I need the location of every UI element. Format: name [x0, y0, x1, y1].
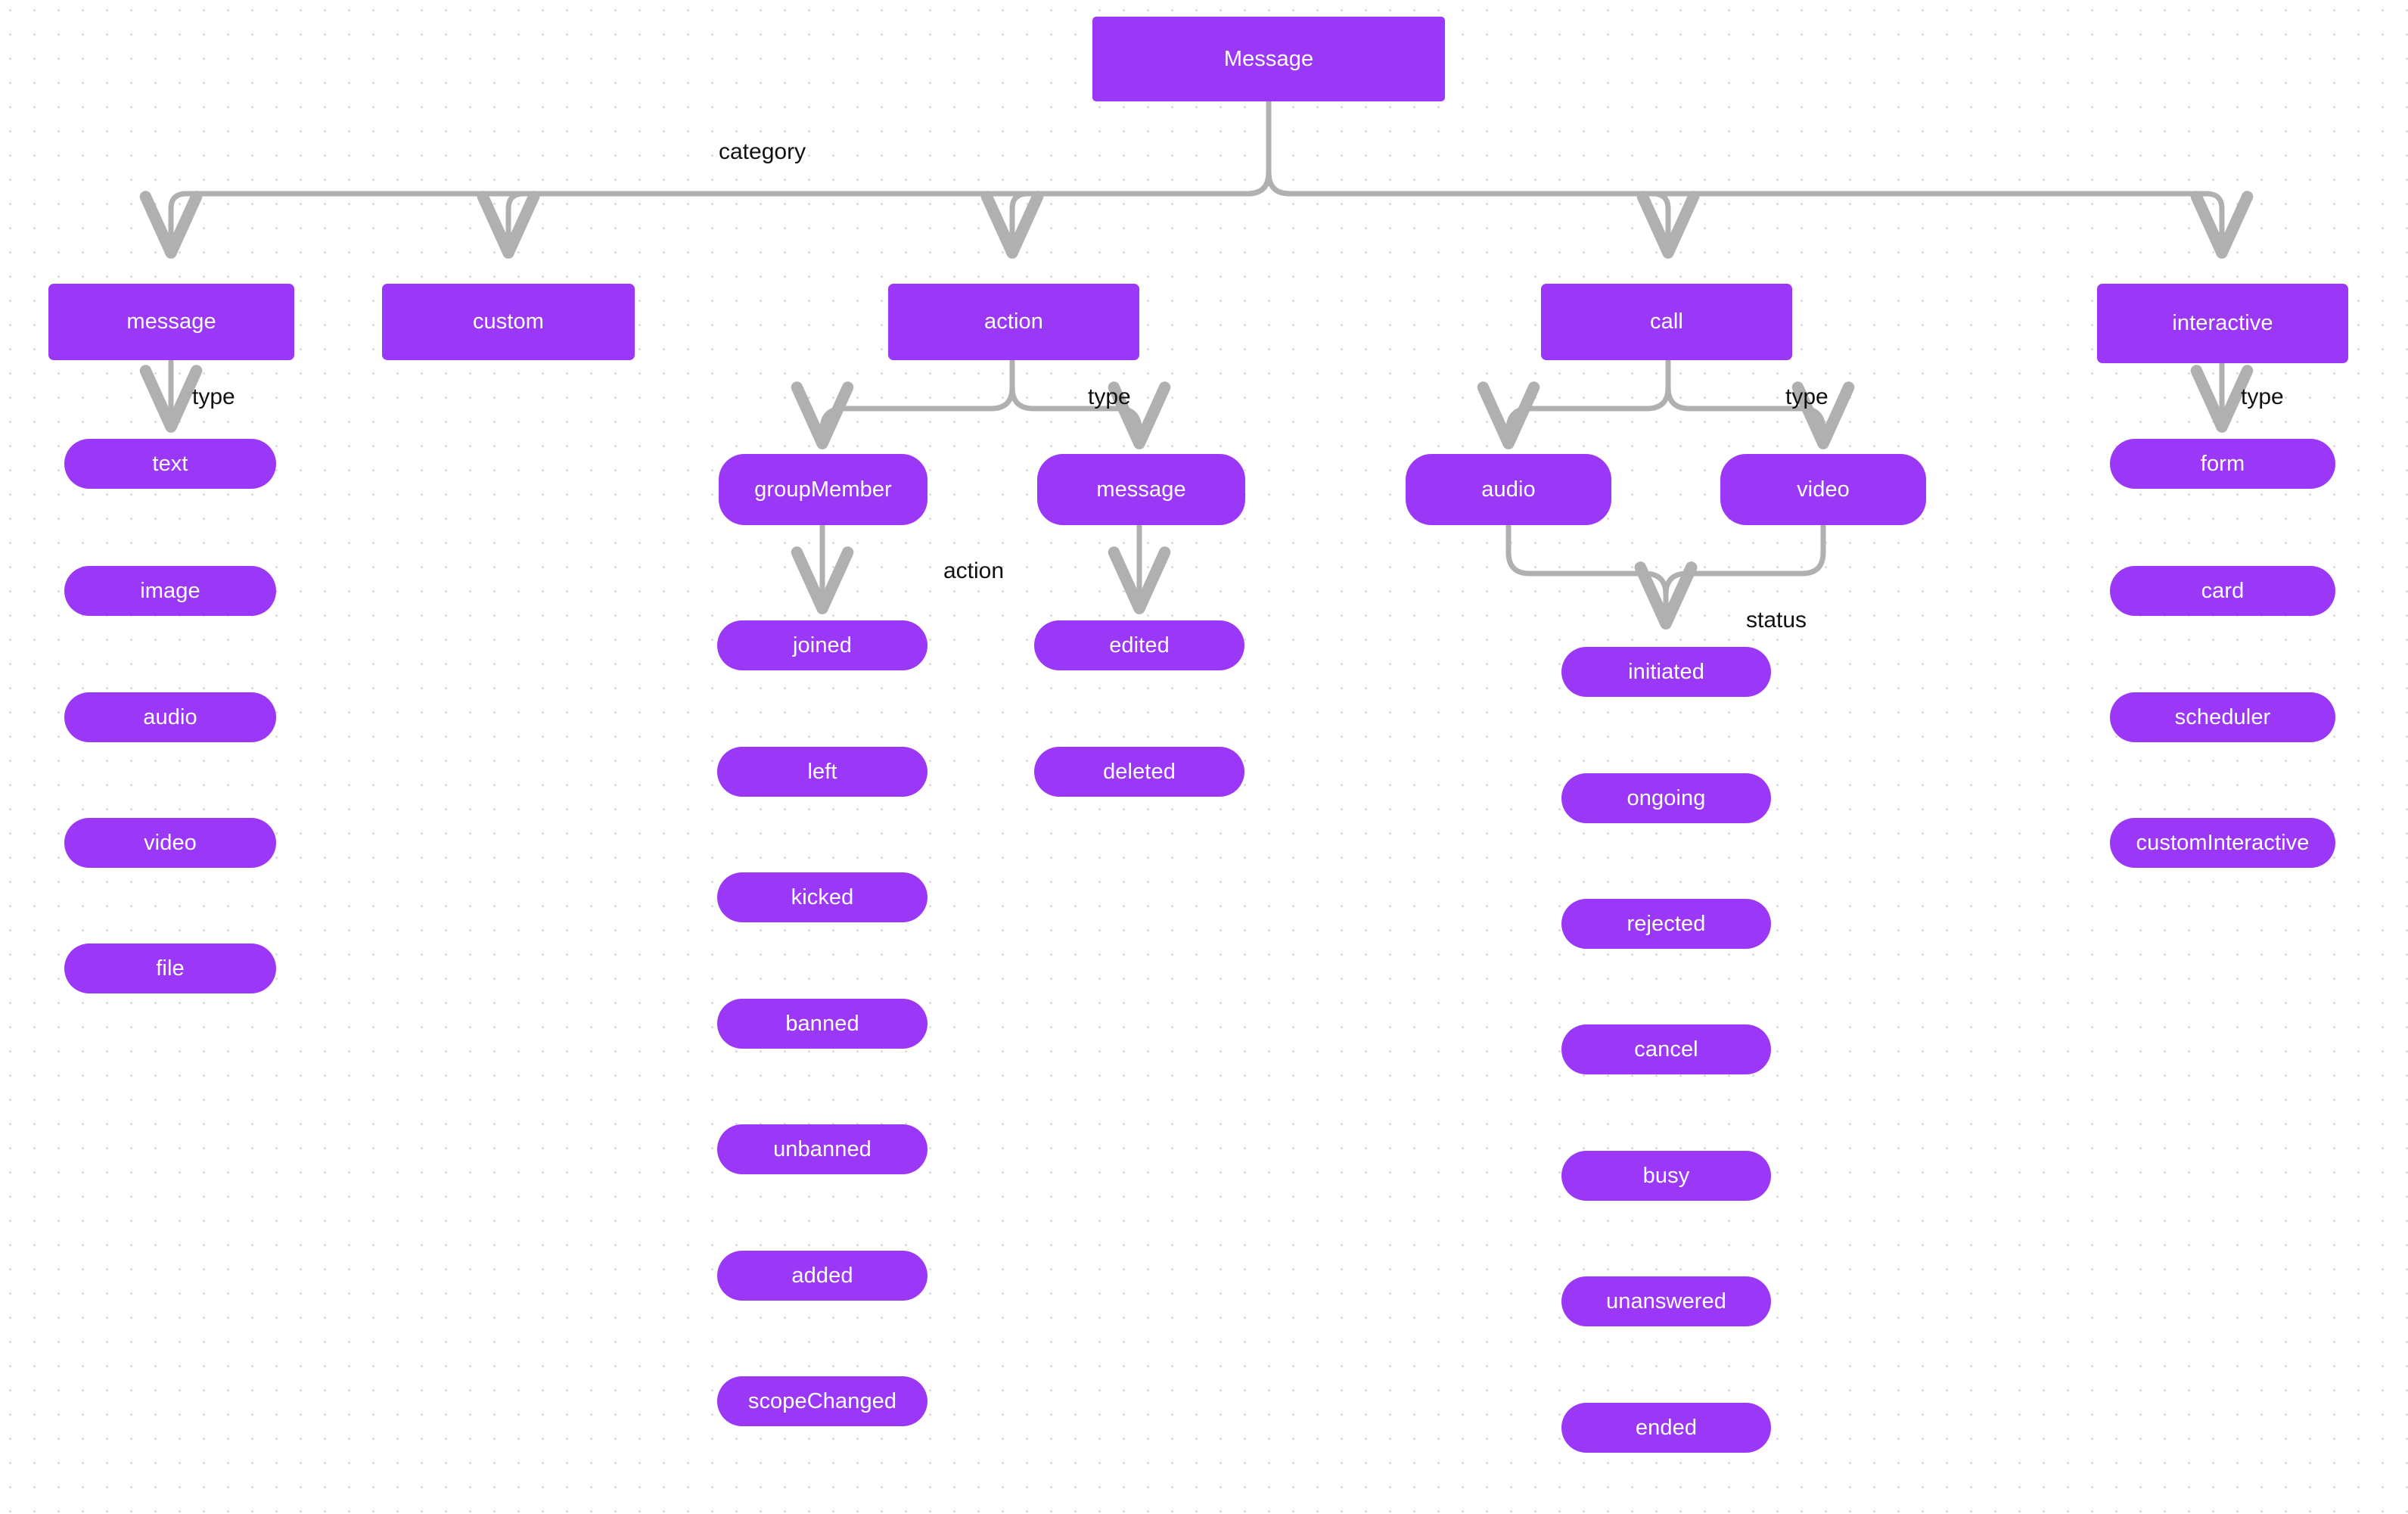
- node-mid-groupmember[interactable]: groupMember: [719, 454, 927, 525]
- node-label: message: [1096, 477, 1186, 502]
- leaf-group-action-banned[interactable]: banned: [717, 999, 927, 1049]
- leaf-call-status-cancel[interactable]: cancel: [1561, 1024, 1771, 1074]
- leaf-message-type-file[interactable]: file: [64, 944, 276, 993]
- node-label: scheduler: [2174, 704, 2271, 729]
- node-label: cancel: [1634, 1037, 1698, 1062]
- node-label: unbanned: [773, 1136, 872, 1161]
- leaf-interactive-type-custominteractive[interactable]: customInteractive: [2110, 818, 2335, 868]
- leaf-call-status-ongoing[interactable]: ongoing: [1561, 773, 1771, 823]
- leaf-call-status-rejected[interactable]: rejected: [1561, 899, 1771, 949]
- node-root-message[interactable]: Message: [1092, 17, 1445, 101]
- leaf-call-status-unanswered[interactable]: unanswered: [1561, 1276, 1771, 1326]
- leaf-call-status-initiated[interactable]: initiated: [1561, 647, 1771, 697]
- node-label: call: [1650, 309, 1683, 334]
- node-label: added: [791, 1263, 853, 1288]
- leaf-message-action-edited[interactable]: edited: [1034, 620, 1244, 670]
- leaf-group-action-kicked[interactable]: kicked: [717, 872, 927, 922]
- node-label: kicked: [791, 884, 854, 909]
- edge-label-category: category: [719, 139, 806, 164]
- leaf-message-type-video[interactable]: video: [64, 818, 276, 868]
- leaf-call-status-busy[interactable]: busy: [1561, 1151, 1771, 1201]
- leaf-interactive-type-scheduler[interactable]: scheduler: [2110, 692, 2335, 742]
- node-label: ended: [1635, 1415, 1698, 1440]
- leaf-message-type-image[interactable]: image: [64, 566, 276, 616]
- node-label: banned: [785, 1011, 859, 1036]
- node-label: message: [126, 309, 216, 334]
- node-label: form: [2200, 451, 2245, 476]
- node-label: joined: [793, 633, 852, 658]
- node-category-action[interactable]: action: [888, 284, 1139, 360]
- node-category-custom[interactable]: custom: [382, 284, 635, 360]
- node-category-call[interactable]: call: [1541, 284, 1792, 360]
- node-label: interactive: [2172, 311, 2273, 335]
- node-mid-call-audio[interactable]: audio: [1406, 454, 1611, 525]
- node-label: customInteractive: [2136, 830, 2310, 855]
- leaf-message-type-text[interactable]: text: [64, 439, 276, 489]
- leaf-message-type-audio[interactable]: audio: [64, 692, 276, 742]
- node-label: ongoing: [1627, 785, 1706, 810]
- node-category-interactive[interactable]: interactive: [2097, 284, 2348, 363]
- edge-label-group-action: action: [943, 558, 1005, 583]
- node-label: video: [144, 830, 197, 855]
- node-label: audio: [143, 704, 197, 729]
- leaf-interactive-type-card[interactable]: card: [2110, 566, 2335, 616]
- node-label: card: [2201, 578, 2245, 603]
- node-label: left: [807, 759, 837, 784]
- node-label: action: [984, 309, 1043, 334]
- node-label: video: [1797, 477, 1850, 502]
- node-label: deleted: [1103, 759, 1176, 784]
- edge-label-message-type: type: [192, 384, 235, 409]
- node-label: audio: [1481, 477, 1536, 502]
- node-label: unanswered: [1606, 1289, 1726, 1313]
- node-label: initiated: [1628, 659, 1704, 684]
- leaf-call-status-ended[interactable]: ended: [1561, 1403, 1771, 1453]
- edge-label-interactive-type: type: [2241, 384, 2284, 409]
- edge-label-action-type: type: [1088, 384, 1131, 409]
- node-label: rejected: [1627, 911, 1706, 936]
- node-label: groupMember: [754, 477, 892, 502]
- leaf-message-action-deleted[interactable]: deleted: [1034, 747, 1244, 797]
- leaf-group-action-added[interactable]: added: [717, 1251, 927, 1301]
- leaf-group-action-joined[interactable]: joined: [717, 620, 927, 670]
- node-label: edited: [1109, 633, 1170, 658]
- node-label: scopeChanged: [747, 1388, 897, 1413]
- leaf-group-action-scopechanged[interactable]: scopeChanged: [717, 1376, 927, 1426]
- leaf-group-action-unbanned[interactable]: unbanned: [717, 1124, 927, 1174]
- node-mid-call-video[interactable]: video: [1720, 454, 1926, 525]
- node-label: file: [156, 956, 185, 981]
- leaf-interactive-type-form[interactable]: form: [2110, 439, 2335, 489]
- leaf-group-action-left[interactable]: left: [717, 747, 927, 797]
- node-label: custom: [472, 309, 545, 334]
- edge-label-call-type: type: [1785, 384, 1829, 409]
- node-label: busy: [1642, 1163, 1690, 1188]
- node-label: image: [140, 578, 200, 603]
- node-label: text: [152, 451, 188, 476]
- edge-label-call-status: status: [1746, 608, 1807, 633]
- node-category-message[interactable]: message: [48, 284, 294, 360]
- node-label: Message: [1223, 46, 1314, 71]
- node-mid-action-message[interactable]: message: [1037, 454, 1245, 525]
